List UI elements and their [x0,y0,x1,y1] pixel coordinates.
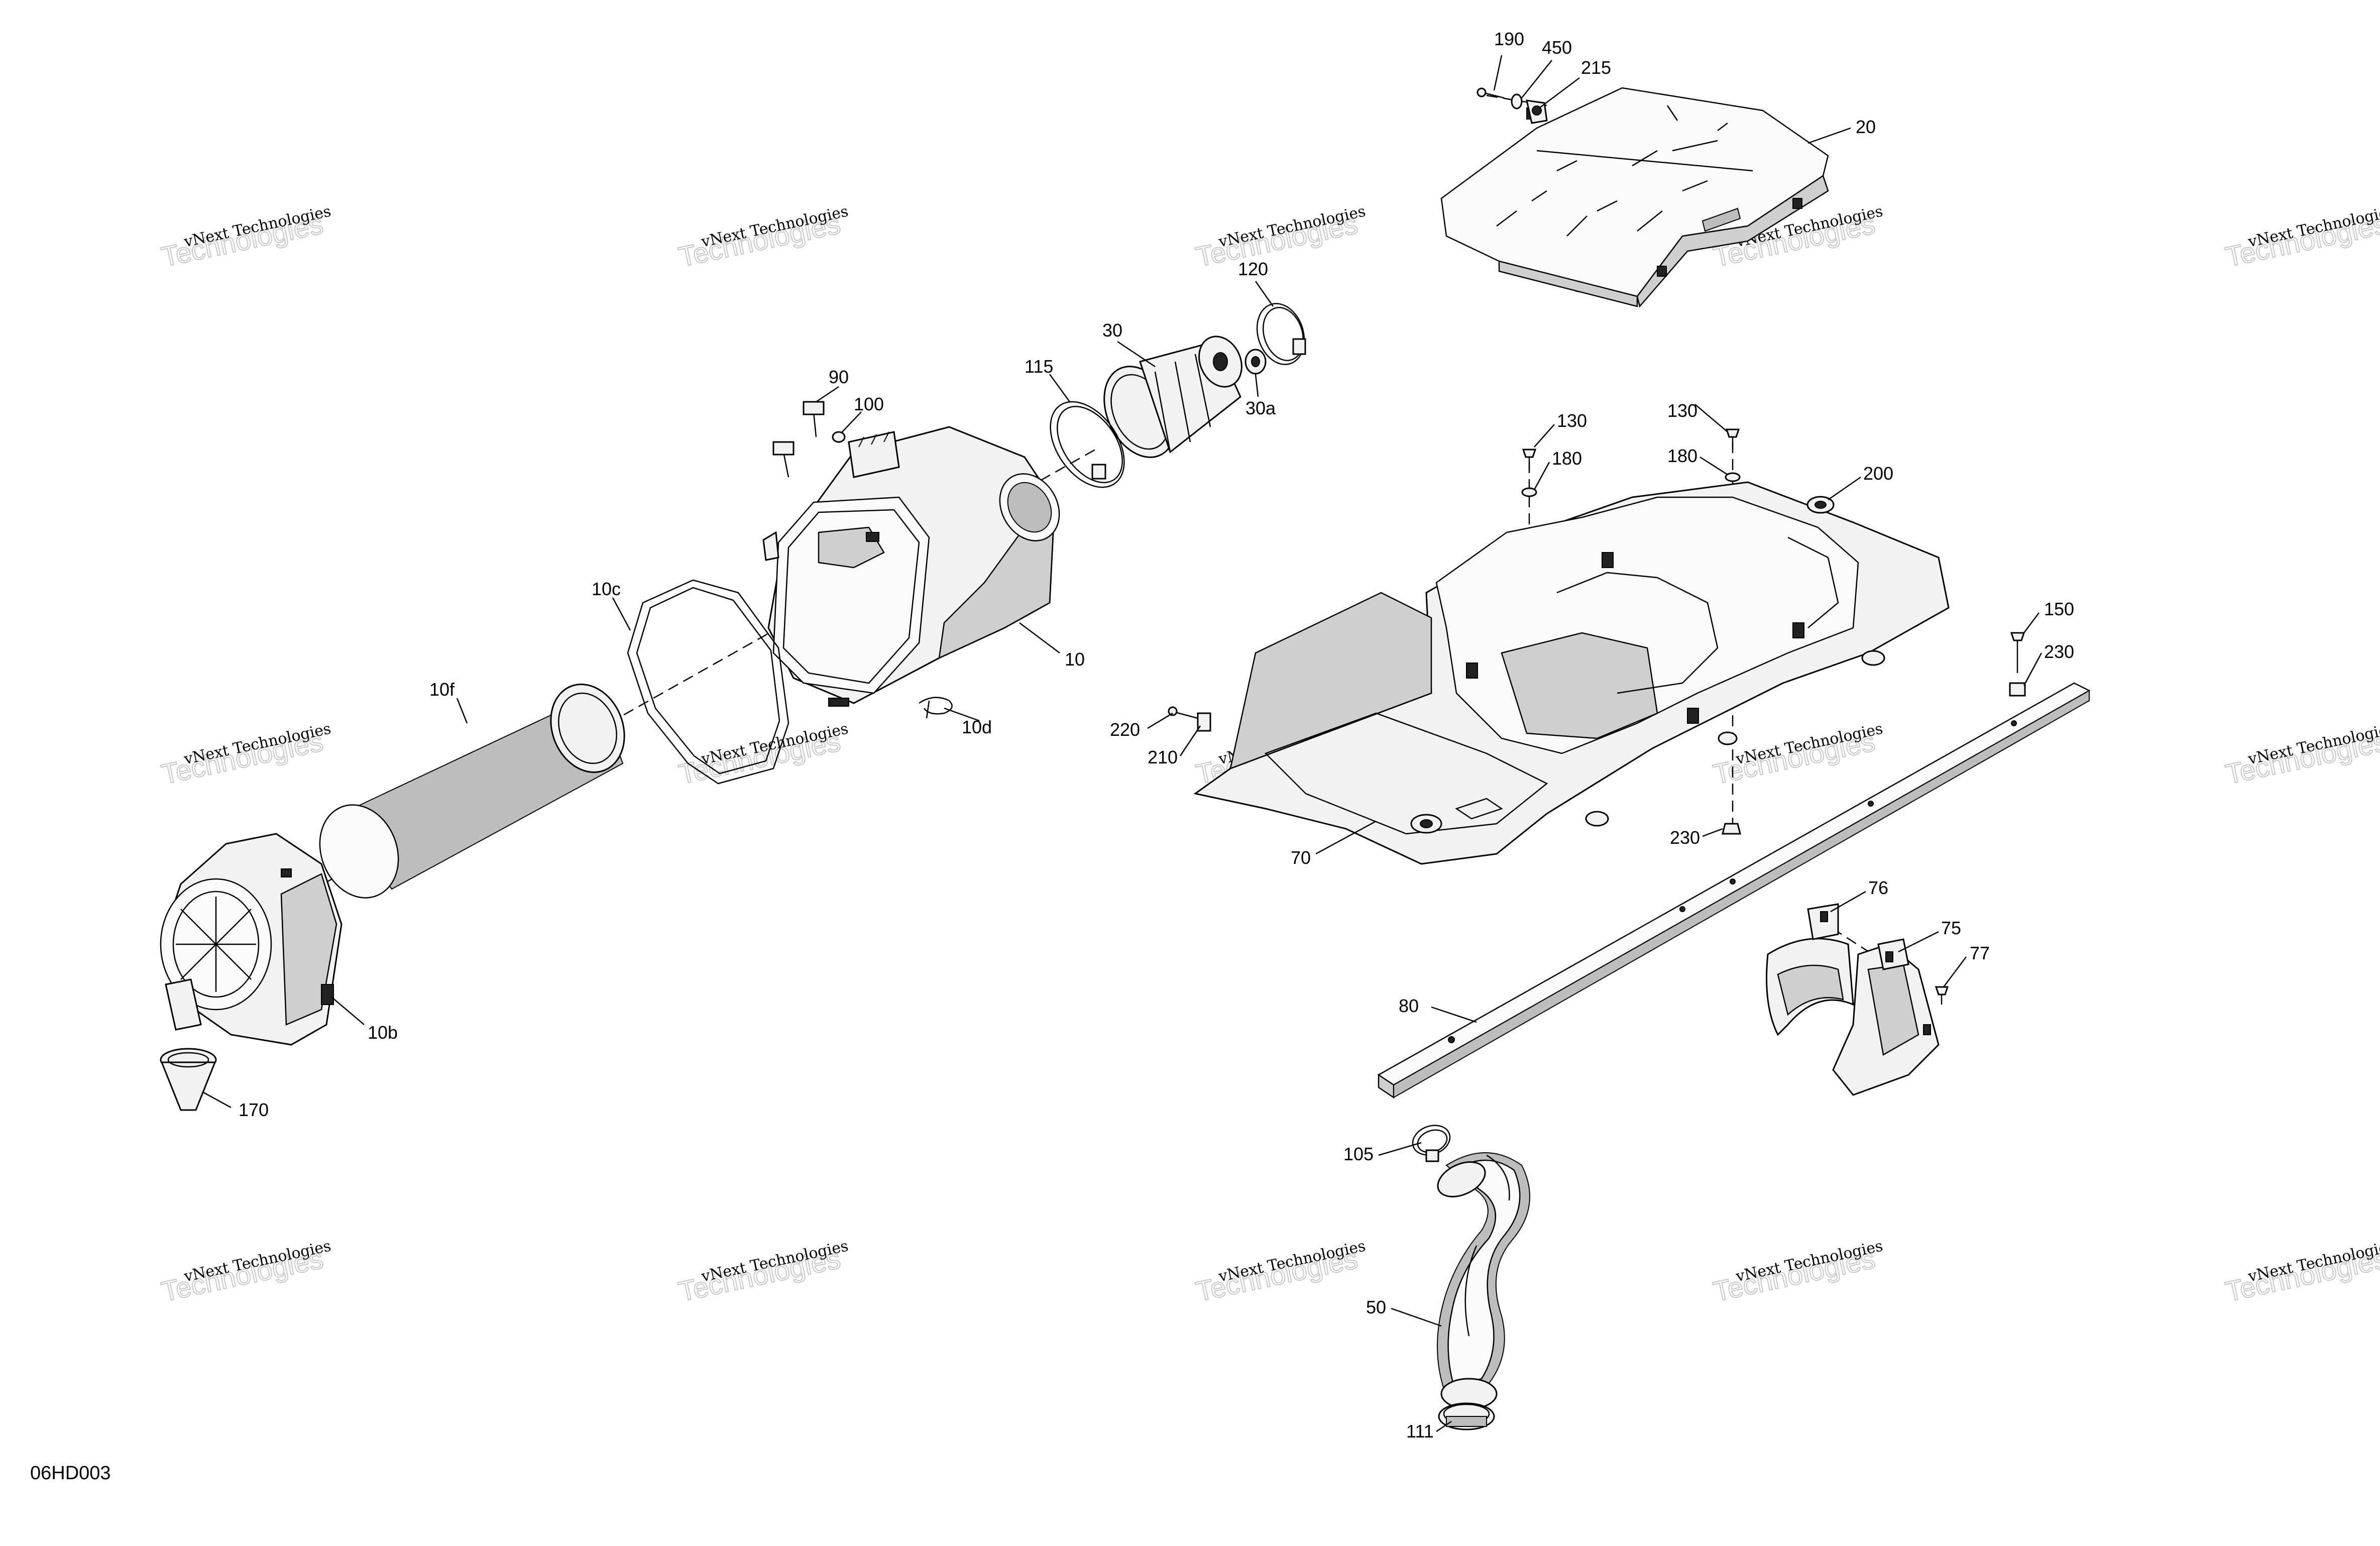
callout-130-right: 130 [1667,400,1697,421]
washer-450 [1511,93,1523,109]
screw-130-right [1725,428,1740,438]
part-10d-clip [919,697,953,719]
part-70-air-box-tray [1193,481,1950,865]
diagram-code: 06HD003 [30,1463,111,1484]
part-105-clamp [1412,1125,1451,1162]
screw-150 [2010,632,2025,641]
callout-100: 100 [854,394,884,414]
watermark: Technologies vNext Technologies [2222,1237,2380,1308]
callout-190: 190 [1494,29,1524,49]
watermark: Technologies vNext Technologies [1193,1237,1367,1308]
screw-220 [1175,711,1198,719]
callout-230-upper: 230 [2044,641,2074,662]
airbox-fasteners [772,401,846,478]
nut-210 [1197,712,1211,732]
callout-180-right: 180 [1667,446,1697,466]
part-30a-grommet [1244,349,1267,375]
watermark: Technologies vNext Technologies [158,202,332,273]
callout-10d: 10d [962,717,992,737]
callout-80: 80 [1399,996,1419,1016]
washer-100 [832,431,846,443]
screw-90 [813,411,817,437]
part-111-clamp [1438,1402,1495,1430]
callout-50: 50 [1366,1297,1386,1317]
callout-200: 200 [1863,463,1893,484]
callout-170: 170 [239,1099,269,1120]
screw-190 [1484,92,1505,99]
callout-150: 150 [2044,599,2074,619]
callout-10b: 10b [368,1022,398,1043]
callout-105: 105 [1343,1144,1374,1164]
callout-75: 75 [1941,918,1961,938]
tray-fasteners [1168,428,1835,835]
watermark: Technologies vNext Technologies [675,1237,850,1308]
watermark: Technologies vNext Technologies [158,1237,332,1308]
part-77-screw [1935,986,1949,1005]
watermark: Technologies vNext Technologies [1193,202,1367,273]
watermark: Technologies vNext Technologies [2222,202,2380,273]
part-170-drain-cup [160,1048,217,1111]
watermark: Technologies vNext Technologies [2222,720,2380,791]
part-10f-filter [319,684,625,899]
part-120-clamp [1256,303,1306,365]
washer-180-right [1725,472,1741,482]
nut-230-upper [2009,682,2026,697]
callout-90: 90 [829,367,849,387]
callout-labels: 190 450 215 20 120 30 30a 115 90 100 10c… [239,29,2074,1442]
nut-230-lower [1722,823,1741,835]
part-10b-intake-housing [160,833,343,1046]
callout-77: 77 [1970,943,1990,963]
rail-fasteners [2009,632,2026,697]
callout-20: 20 [1856,117,1876,137]
callout-130-left: 130 [1557,410,1587,431]
callout-450: 450 [1542,37,1572,58]
washer-180-left [1521,487,1537,497]
callout-30a: 30a [1245,398,1276,418]
screw-190-head [1477,87,1487,97]
cover-fasteners [1477,87,1548,124]
callout-210: 210 [1148,747,1178,767]
clip-nut [1657,266,1667,277]
clip-nut [1792,198,1802,209]
part-10-air-box [762,426,1060,707]
callout-220: 220 [1110,719,1140,740]
watermark: Technologies vNext Technologies [1710,720,1884,791]
part-50-hose [1437,1152,1530,1410]
watermark: Technologies vNext Technologies [158,720,332,791]
callout-10f: 10f [429,679,455,700]
part-10c-seal [627,579,789,785]
callout-180-left: 180 [1552,448,1582,469]
part-20-air-box-cover [1440,87,1829,308]
watermark: Technologies vNext Technologies [675,720,850,791]
part-80-rail [1377,682,2091,1099]
watermark: Technologies vNext Technologies [1710,1237,1884,1308]
callout-111: 111 [1406,1421,1434,1442]
callout-215: 215 [1581,57,1611,78]
callout-115: 115 [1025,356,1053,377]
callout-10c: 10c [592,579,621,599]
part-115-clamp [1050,401,1125,488]
leader-lines [203,55,2043,1432]
callout-70: 70 [1291,847,1311,868]
callout-30: 30 [1102,320,1122,341]
screw-130-left [1522,449,1537,458]
watermark: Technologies vNext Technologies [675,202,850,273]
part-75-bracket-half [1832,938,1940,1096]
cover-screw-axis [1486,94,1547,106]
callout-230-lower: 230 [1670,827,1700,848]
latch-bracket [848,431,900,478]
callout-120: 120 [1238,259,1268,279]
callout-76: 76 [1868,877,1888,898]
part-76-bracket-half [1766,903,1854,1036]
callout-10: 10 [1065,649,1085,670]
part-30-intake-sleeve [1103,336,1242,458]
